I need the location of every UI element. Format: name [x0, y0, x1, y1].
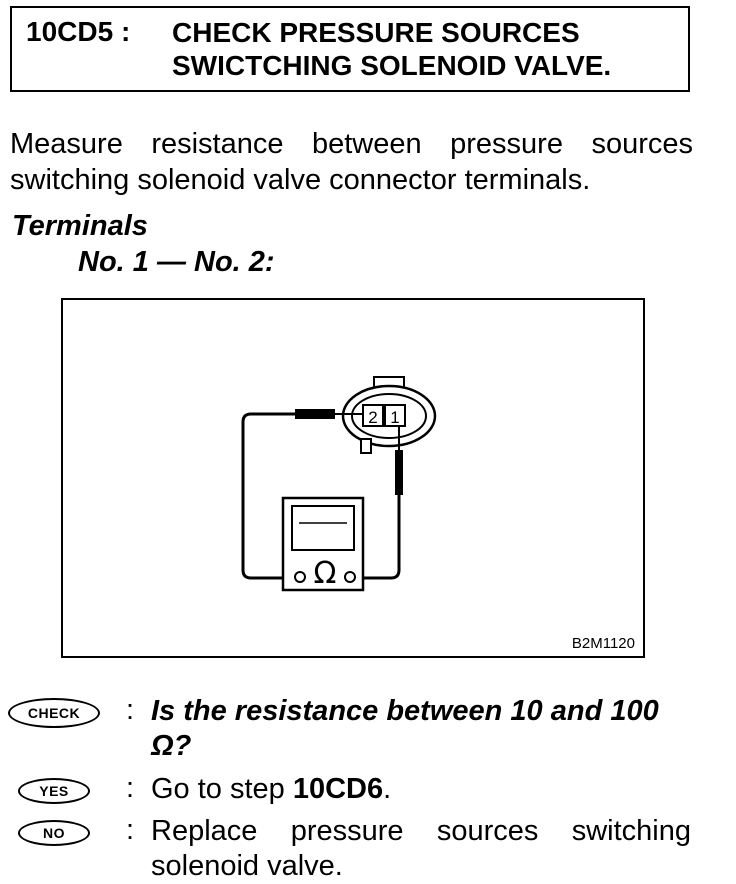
- yes-text: Go to step 10CD6.: [151, 772, 691, 807]
- step-title-line2: SWICTCHING SOLENOID VALVE.: [172, 50, 612, 81]
- check-question-line1: Is the resistance between 10 and 100: [151, 695, 659, 727]
- meter-jack-left: [294, 571, 306, 583]
- wiring-figure: 2 1 Ω B2M1120: [61, 298, 645, 658]
- step-code: 10CD5 :: [26, 16, 131, 47]
- yes-text-prefix: Go to step: [151, 773, 293, 805]
- terminals-heading: Terminals: [12, 210, 148, 242]
- step-title: CHECK PRESSURE SOURCES SWICTCHING SOLENO…: [172, 16, 611, 82]
- solenoid-connector: 2 1: [341, 376, 437, 454]
- meter-jack-right: [344, 571, 356, 583]
- step-header: 10CD5 : CHECK PRESSURE SOURCES SWICTCHIN…: [10, 6, 690, 92]
- check-colon: :: [126, 694, 135, 726]
- yes-colon: :: [126, 772, 135, 804]
- terminal-1-box: [384, 404, 406, 427]
- check-question-line2: Ω?: [151, 730, 192, 762]
- step-title-line1: CHECK PRESSURE SOURCES: [172, 17, 580, 48]
- terminals-spec: No. 1 — No. 2:: [78, 246, 275, 278]
- yes-badge: YES: [18, 778, 90, 804]
- ohm-symbol: Ω: [314, 556, 337, 591]
- no-text: Replace pressure sources switching solen…: [151, 815, 691, 882]
- intro-text: Measure resistance between pressure sour…: [10, 128, 693, 196]
- no-badge: NO: [18, 820, 90, 846]
- right-test-lead: [353, 426, 403, 580]
- check-badge: CHECK: [8, 698, 100, 728]
- left-test-lead: [241, 409, 363, 580]
- terminal-1-label: 1: [390, 408, 399, 427]
- wiring-diagram: 2 1 Ω: [241, 376, 437, 592]
- no-colon: :: [126, 814, 135, 846]
- terminal-2-box: [362, 404, 384, 427]
- check-question: Is the resistance between 10 and 100 Ω?: [151, 694, 691, 764]
- ohmmeter: Ω: [281, 496, 365, 592]
- yes-period: .: [383, 773, 392, 805]
- figure-id: B2M1120: [571, 635, 635, 652]
- yes-step-ref: 10CD6: [292, 773, 384, 805]
- terminal-2-label: 2: [368, 408, 377, 427]
